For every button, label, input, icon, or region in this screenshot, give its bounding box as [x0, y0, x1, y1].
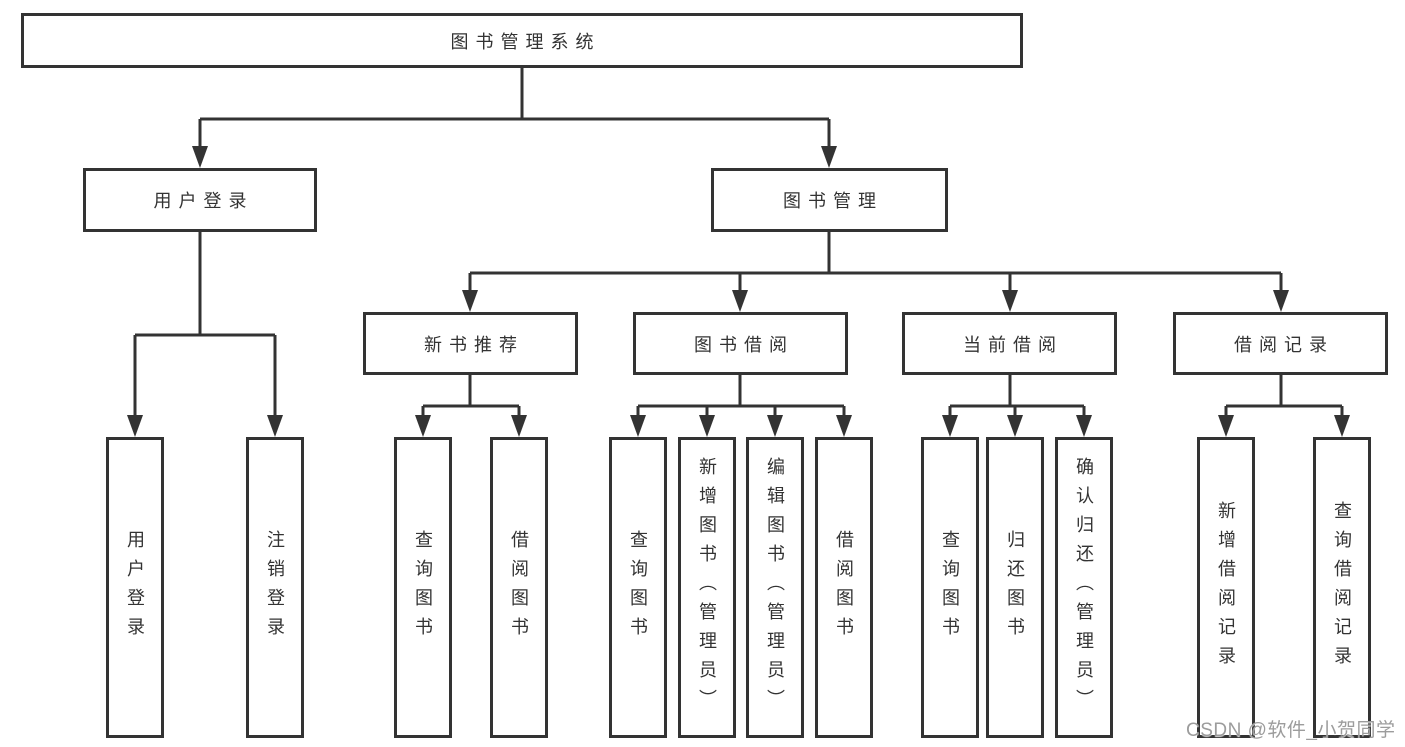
leaf-edit-books-admin: 编辑图书（管理员） — [746, 437, 804, 738]
arrow-icon — [1002, 290, 1018, 312]
leaf-add-books-admin: 新增图书（管理员） — [678, 437, 736, 738]
arrow-icon — [732, 290, 748, 312]
leaf-return-books: 归还图书 — [986, 437, 1044, 738]
arrow-icon — [415, 415, 431, 437]
arrow-icon — [767, 415, 783, 437]
leaf-user-login: 用户登录 — [106, 437, 164, 738]
arrow-icon — [836, 415, 852, 437]
node-borrowing-records: 借阅记录 — [1173, 312, 1388, 375]
arrow-icon — [630, 415, 646, 437]
node-new-book-recommendation: 新书推荐 — [363, 312, 578, 375]
arrow-icon — [192, 146, 208, 168]
leaf-add-borrow-record: 新增借阅记录 — [1197, 437, 1255, 738]
arrow-icon — [821, 146, 837, 168]
arrow-icon — [511, 415, 527, 437]
arrow-icon — [462, 290, 478, 312]
connector-arrowheads — [127, 146, 1350, 437]
arrow-icon — [1334, 415, 1350, 437]
arrow-icon — [1273, 290, 1289, 312]
node-library-management-system: 图书管理系统 — [21, 13, 1023, 68]
arrow-icon — [127, 415, 143, 437]
leaf-logout: 注销登录 — [246, 437, 304, 738]
leaf-query-books-rec: 查询图书 — [394, 437, 452, 738]
leaf-query-books-current: 查询图书 — [921, 437, 979, 738]
leaf-query-books-borrow: 查询图书 — [609, 437, 667, 738]
arrow-icon — [1007, 415, 1023, 437]
csdn-watermark: CSDN @软件_小贺同学 — [1186, 720, 1396, 741]
node-book-borrowing: 图书借阅 — [633, 312, 848, 375]
arrow-icon — [699, 415, 715, 437]
arrow-icon — [1218, 415, 1234, 437]
leaf-borrow-books: 借阅图书 — [815, 437, 873, 738]
node-book-management: 图书管理 — [711, 168, 948, 232]
leaf-borrow-books-rec: 借阅图书 — [490, 437, 548, 738]
node-user-login: 用户登录 — [83, 168, 317, 232]
arrow-icon — [942, 415, 958, 437]
node-current-borrowing: 当前借阅 — [902, 312, 1117, 375]
arrow-icon — [1076, 415, 1092, 437]
leaf-confirm-return-admin: 确认归还（管理员） — [1055, 437, 1113, 738]
leaf-query-borrow-record: 查询借阅记录 — [1313, 437, 1371, 738]
arrow-icon — [267, 415, 283, 437]
